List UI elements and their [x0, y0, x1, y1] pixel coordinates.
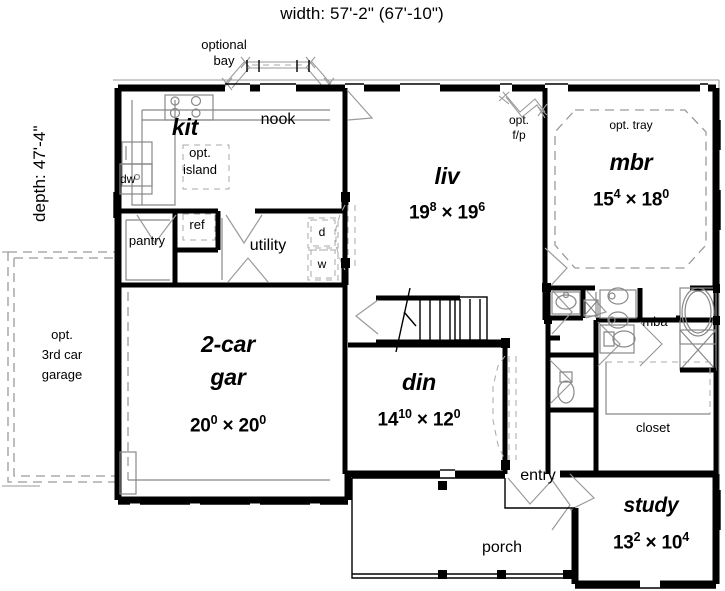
entry-label: entry — [520, 467, 556, 484]
master-bath-fixtures — [551, 287, 717, 415]
plan-width-label: width: 57'-2" (67'-10") — [280, 4, 444, 23]
room-dim-liv: 198 × 196 — [408, 200, 486, 224]
room-dim-garage: 200 × 200 — [189, 413, 267, 437]
room-label-garage-line2: gar — [210, 364, 246, 390]
optional-fireplace — [498, 91, 548, 119]
opt-island-label-line1: opt. — [189, 145, 211, 160]
porch — [351, 477, 575, 579]
wall-pier-blocks — [341, 192, 720, 470]
plan-depth-label: depth: 47'-4" — [30, 125, 49, 222]
room-label-mbr: mbr — [609, 149, 653, 175]
porch-label: porch — [481, 539, 523, 556]
optional-bay-label-line2: bay — [213, 53, 235, 68]
room-label-nook: nook — [260, 111, 296, 128]
dryer-label: d — [318, 225, 326, 239]
room-label-liv: liv — [434, 163, 460, 189]
closet-label: closet — [636, 420, 670, 435]
room-dim-study: 132 × 104 — [612, 530, 690, 554]
stairs — [376, 287, 505, 353]
room-label-garage-line1: 2-car — [201, 331, 255, 357]
pantry-label: pantry — [128, 233, 166, 248]
pantry-utility-detail — [125, 218, 223, 281]
door-swings — [136, 89, 663, 531]
garage-detail — [118, 292, 348, 505]
washer-dryer-boxes — [307, 217, 339, 281]
utility-label: utility — [249, 237, 287, 254]
dining-cased-opening — [492, 355, 517, 461]
room-dim-mbr: 154 × 180 — [592, 187, 670, 211]
washer-label: w — [317, 257, 327, 271]
optional-fireplace-label-line2: f/p — [512, 128, 526, 142]
opt-island-label-line2: island — [183, 162, 217, 177]
arched-opening — [335, 204, 356, 271]
optional-bay-label-line1: optional — [201, 37, 247, 52]
optional-third-car-label-line3: garage — [41, 367, 83, 382]
room-label-kit: kit — [171, 114, 199, 140]
refrigerator-label: ref — [189, 217, 205, 232]
dishwasher-label: dw — [120, 172, 136, 186]
optional-tray-label: opt. tray — [609, 118, 653, 132]
optional-fireplace-label-line1: opt. — [508, 113, 530, 127]
room-label-study: study — [623, 494, 679, 517]
room-dim-din: 1410 × 120 — [377, 407, 461, 431]
optional-third-car-label-line1: opt. — [51, 327, 73, 342]
master-bath-label: mba — [642, 314, 668, 329]
room-label-din: din — [402, 369, 436, 395]
optional-third-car-label-line2: 3rd car — [41, 347, 83, 362]
kitchen-fixtures — [119, 94, 330, 206]
optional-tray-ceiling — [554, 109, 707, 269]
